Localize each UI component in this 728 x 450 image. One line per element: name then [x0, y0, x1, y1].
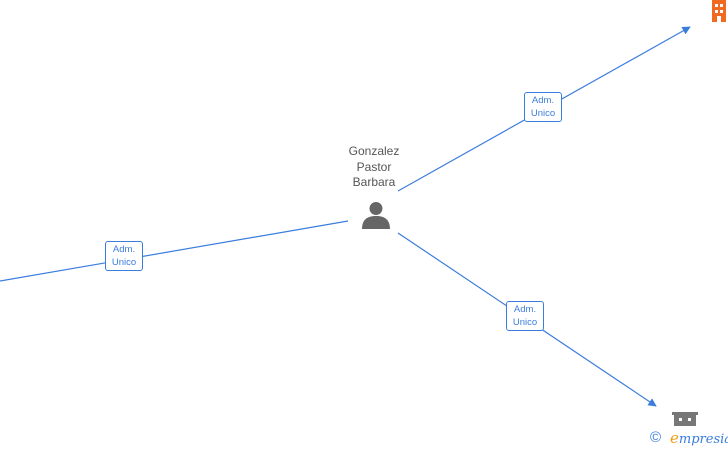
- person-name-line: Pastor: [356, 159, 392, 174]
- person-icon[interactable]: [361, 200, 391, 230]
- role-label: Unico: [111, 257, 137, 268]
- role-badge-left[interactable]: Adm. Unico: [105, 241, 143, 271]
- role-label: Adm.: [513, 304, 537, 315]
- role-label: Adm.: [112, 244, 136, 255]
- brand-initial: e: [670, 429, 679, 447]
- role-label: Unico: [512, 317, 538, 328]
- person-name-line: Gonzalez: [348, 144, 400, 158]
- person-name[interactable]: Gonzalez Pastor Barbara: [326, 144, 422, 191]
- role-badge-top-right[interactable]: Adm. Unico: [524, 92, 562, 122]
- role-badge-bottom-right[interactable]: Adm. Unico: [506, 301, 544, 331]
- building-icon[interactable]: [708, 0, 728, 22]
- brand-name: mpresia: [678, 432, 728, 447]
- role-label: Adm.: [531, 95, 555, 106]
- brand-logo[interactable]: empresia: [670, 430, 728, 448]
- building-icon[interactable]: [672, 412, 698, 426]
- role-label: Unico: [530, 108, 556, 119]
- person-name-line: Barbara: [352, 175, 396, 189]
- copyright-symbol: ©: [650, 429, 662, 446]
- edge-to-company-left: [0, 220, 349, 282]
